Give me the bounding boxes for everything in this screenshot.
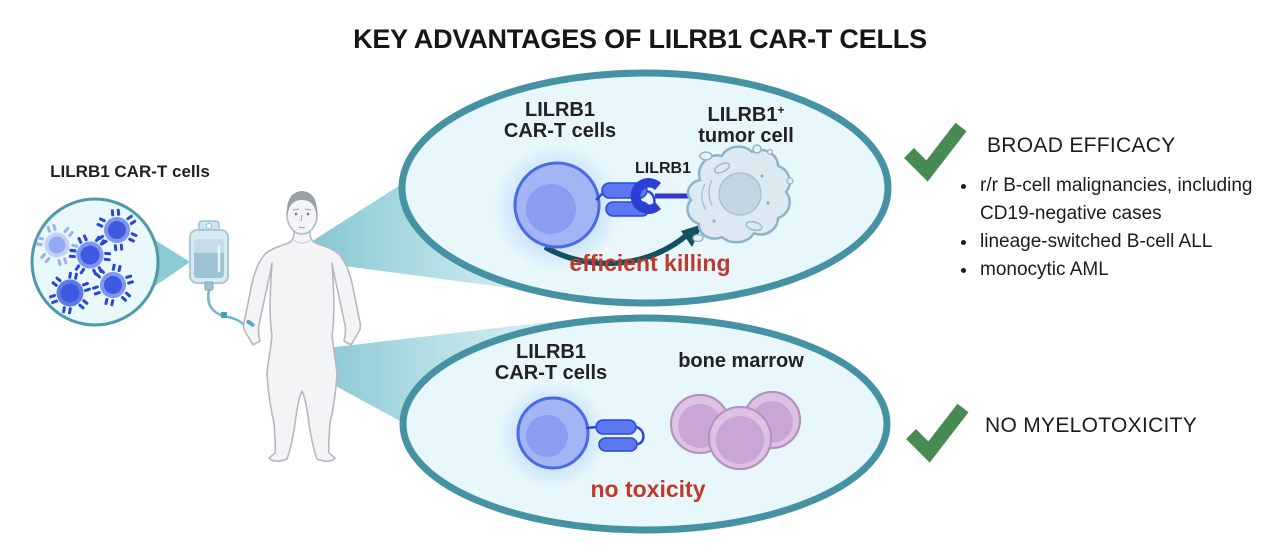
iv-bag-icon: [189, 220, 246, 327]
iv-catheter-icon: [246, 319, 255, 327]
panel-top-art: [493, 144, 794, 272]
patient-figure: [242, 191, 362, 462]
magnify-cone-small: [152, 238, 190, 288]
bottom-cart-label: LILRB1 CAR-T cells: [494, 341, 608, 384]
infusion-label: LILRB1 CAR-T cells: [50, 162, 210, 181]
cart-cells-circle: [30, 197, 160, 327]
tumor-cell-icon: [686, 144, 794, 244]
cart-cell-icon: [49, 271, 91, 315]
no-toxicity-caption: no toxicity: [590, 476, 706, 502]
bullet-item: monocytic AML: [978, 256, 1280, 284]
bullet-item: r/r B-cell malignancies, including CD19-…: [978, 172, 1280, 228]
kill-arrow-icon: [543, 224, 703, 267]
page-title: KEY ADVANTAGES OF LILRB1 CAR-T CELLS: [353, 24, 927, 54]
efficient-killing-caption: efficient killing: [569, 250, 731, 276]
check-icon: [904, 122, 967, 182]
cart-cell-icon: [91, 263, 135, 307]
bone-marrow-label: bone marrow: [678, 350, 804, 372]
tumor-cell-label: LILRB1+ tumor cell: [698, 103, 794, 147]
cart-cell-icon: [96, 208, 138, 252]
receptor-label: LILRB1: [635, 160, 691, 177]
no-myelotoxicity-title: NO MYELOTOXICITY: [985, 414, 1198, 437]
bullet-item: lineage-switched B-cell ALL: [978, 228, 1280, 256]
top-cart-label: LILRB1 CAR-T cells: [503, 99, 617, 142]
panel-bottom-art: [499, 381, 802, 489]
car-receptor-icon: [585, 419, 645, 452]
bone-marrow-cells-icon: [669, 390, 802, 471]
check-icon: [906, 403, 969, 463]
broad-efficacy-bullet-list: r/r B-cell malignancies, including CD19-…: [956, 172, 1280, 284]
lilrb1-crescent-icon: [630, 178, 661, 214]
cart-cell-icon: [35, 223, 79, 267]
broad-efficacy-title: BROAD EFFICACY: [987, 134, 1176, 157]
hair: [286, 191, 318, 217]
